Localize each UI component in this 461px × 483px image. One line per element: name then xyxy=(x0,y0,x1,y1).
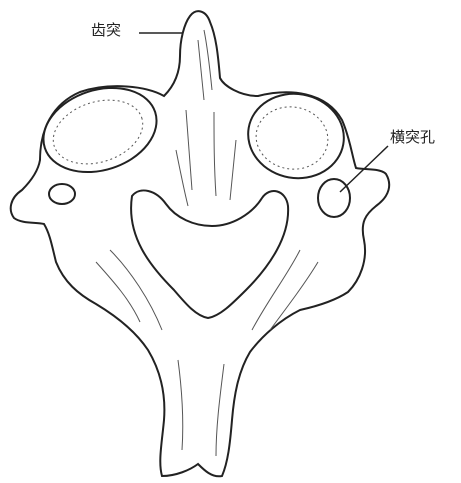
dens-label: 齿突 xyxy=(91,23,121,38)
transverse-foramen-label: 横突孔 xyxy=(390,130,435,145)
left-transverse-foramen xyxy=(49,184,75,204)
right-transverse-foramen xyxy=(318,179,350,217)
